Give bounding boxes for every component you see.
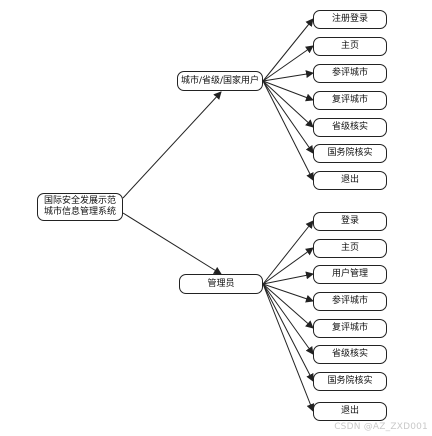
edge-root-to-users: [122, 91, 222, 199]
users-child-register-login: 注册登录: [313, 10, 387, 29]
users-child-participating-city: 参评城市: [313, 64, 387, 83]
edge-users-child-1: [262, 45, 314, 82]
edge-users-child-0: [262, 18, 314, 82]
edge-users-child-5: [262, 80, 314, 154]
group-node-users: 城市/省级/国家用户: [177, 71, 263, 91]
admin-child-home: 主页: [313, 239, 387, 258]
edge-admin-child-3: [262, 283, 314, 303]
group-node-admin: 管理员: [179, 274, 263, 294]
edge-admin-child-7: [262, 283, 315, 412]
edge-admin-child-2: [262, 271, 314, 285]
admin-child-participating-city: 参评城市: [313, 292, 387, 311]
edge-users-child-4: [262, 80, 314, 128]
edge-users-child-2: [262, 70, 314, 82]
root-node: 国际安全发展示范城市信息管理系统: [37, 193, 123, 221]
edge-root-to-admin: [122, 212, 222, 275]
edge-users-child-3: [262, 80, 314, 102]
users-child-province-verify: 省级核实: [313, 118, 387, 137]
users-child-exit: 退出: [313, 171, 387, 190]
admin-child-state-council-verify: 国务院核实: [313, 372, 387, 391]
admin-child-login: 登录: [313, 212, 387, 231]
root-node-label: 国际安全发展示范城市信息管理系统: [43, 196, 116, 217]
admin-child-exit: 退出: [313, 402, 387, 421]
admin-child-review-city: 复评城市: [313, 319, 387, 338]
users-child-home: 主页: [313, 37, 387, 56]
group-node-admin-label: 管理员: [207, 278, 235, 289]
edge-admin-child-4: [262, 283, 314, 329]
group-node-users-label: 城市/省级/国家用户: [180, 75, 260, 86]
admin-child-province-verify: 省级核实: [313, 345, 387, 364]
admin-child-user-management: 用户管理: [313, 265, 387, 284]
edge-users-child-6: [262, 80, 314, 181]
edge-admin-child-6: [262, 283, 314, 382]
watermark-text: CSDN @AZ_ZXD001: [334, 422, 428, 432]
users-child-review-city: 复评城市: [313, 91, 387, 110]
users-child-state-council-verify: 国务院核实: [313, 144, 387, 163]
edge-admin-child-0: [262, 220, 314, 285]
edge-admin-child-1: [262, 247, 314, 285]
edge-admin-child-5: [262, 283, 314, 355]
